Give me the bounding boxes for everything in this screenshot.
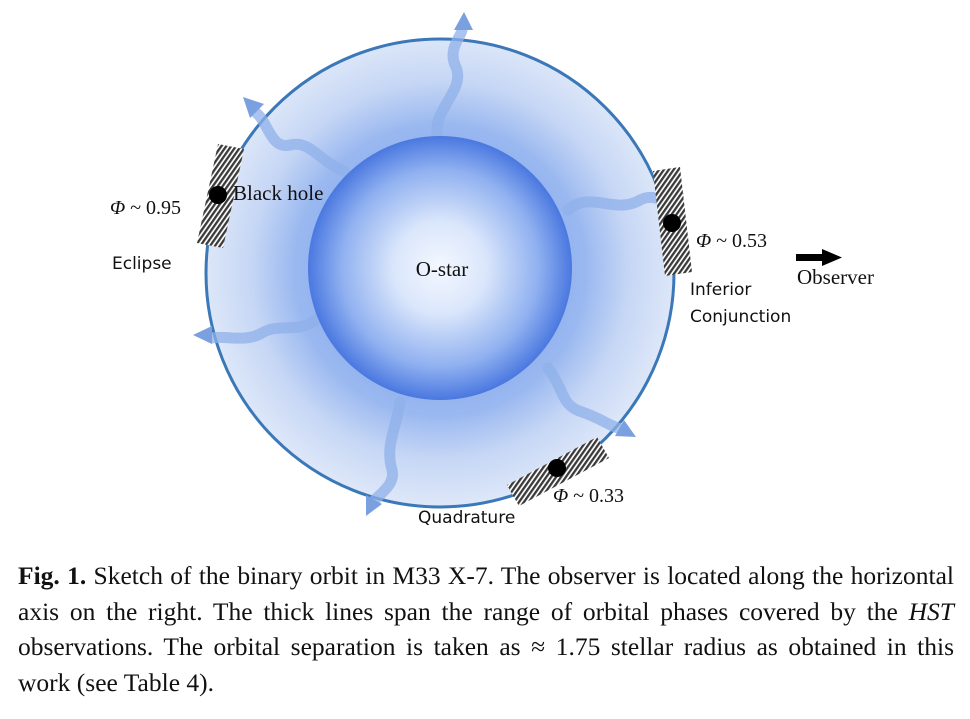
black-hole-inferior [663,214,681,232]
quadrature-label: Quadrature [418,508,515,528]
wind-streamer [366,396,406,509]
black-hole-quadrature [548,459,566,477]
observer-arrow-icon [796,249,842,266]
observer-label: Observer [797,265,874,289]
arrowhead-icon [243,97,264,118]
arrowhead-icon [454,12,473,30]
caption-hst: HST [908,596,954,626]
phase-label-inferior: Φ ~ 0.53 [696,230,767,252]
figure-caption: Fig. 1. Sketch of the binary orbit in M3… [18,558,954,700]
inferior-label-line2: Conjunction [690,307,791,327]
wind-streamer [542,362,624,434]
eclipse-label: Eclipse [112,254,172,274]
phase-label-eclipse: Φ ~ 0.95 [110,197,181,219]
caption-figure-label: Fig. 1. [18,561,87,590]
black-hole-label: Black hole [233,181,323,205]
wind-streamer [249,106,351,178]
arrowhead-icon [193,326,212,344]
wind-streamer [431,24,468,144]
arrowhead-icon [615,420,636,437]
binary-orbit-diagram: O-star Black hole Φ ~ 0.95 Eclipse Φ ~ 0… [110,12,874,528]
o-star [308,136,572,400]
phase-label-quadrature: Φ ~ 0.33 [553,485,624,507]
inferior-label-line1: Inferior [690,280,751,300]
o-star-label: O-star [416,257,468,281]
wind-streamers [206,24,678,509]
black-hole-eclipse [209,186,227,204]
arrowhead-icon [366,495,382,516]
caption-text-part1: Sketch of the binary orbit in M33 X-7. T… [18,561,954,626]
wind-streamer [206,312,324,344]
caption-text-part2: observations. The orbital separation is … [18,632,954,697]
